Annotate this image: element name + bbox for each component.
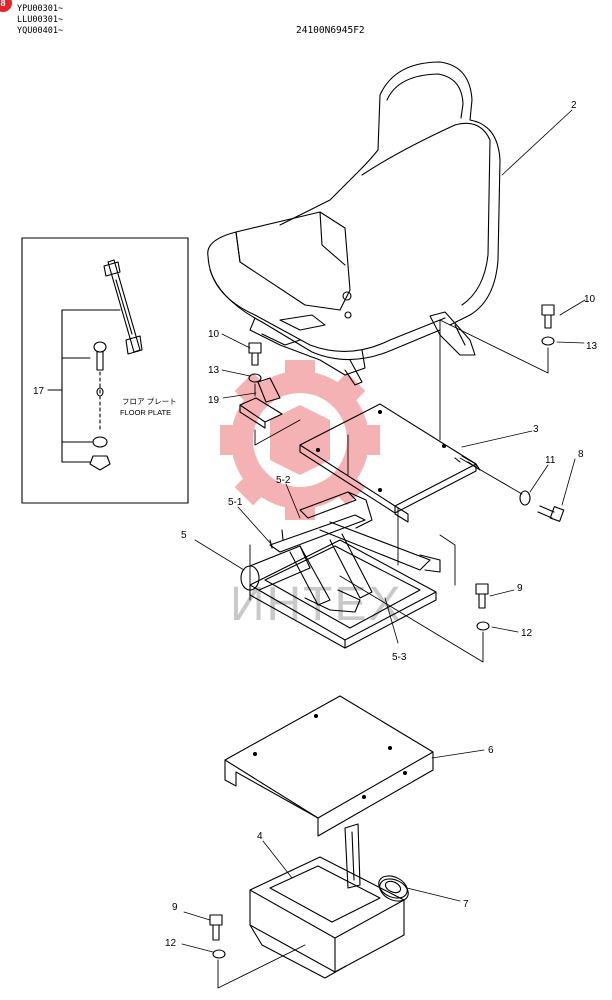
callout-3: 3 — [533, 424, 539, 435]
fastener-10-right — [541, 304, 555, 329]
washer-11 — [519, 490, 531, 506]
floor-plate-label-en: FLOOR PLATE — [120, 408, 171, 417]
callout-9-left: 9 — [172, 902, 178, 913]
washer-12-left — [212, 949, 226, 959]
callout-10-right: 10 — [584, 294, 596, 305]
drawing-number: 24100N6945F2 — [296, 25, 365, 36]
callout-17: 17 — [33, 386, 45, 397]
callout-12-right: 12 — [521, 628, 533, 639]
seat-assembly — [207, 61, 501, 386]
callout-5: 5 — [181, 530, 187, 541]
serial-range-1: YPU00301~ — [17, 4, 64, 14]
serial-range-3: YQU00401~ — [17, 26, 64, 36]
serial-range-2: LLU00301~ — [17, 15, 64, 25]
callout-13-right: 13 — [586, 341, 598, 352]
bolt-9-right — [475, 583, 489, 609]
alignment-lines — [217, 319, 549, 989]
leader-lines — [181, 109, 586, 953]
callout-10-left: 10 — [208, 329, 220, 340]
mounting-plate — [299, 403, 481, 523]
callout-6: 6 — [488, 745, 494, 756]
callout-12-left: 12 — [165, 938, 177, 949]
floor-plate-inset — [21, 237, 189, 504]
callout-19: 19 — [208, 395, 220, 406]
callout-8: 8 — [578, 449, 584, 460]
washer-12-right — [476, 621, 490, 631]
fastener-10-left — [248, 342, 262, 366]
bracket-19 — [239, 377, 283, 429]
grommet-7 — [378, 875, 409, 902]
washer-13-right — [541, 336, 555, 346]
callout-11: 11 — [545, 455, 556, 466]
callout-labels: 2 10 13 10 13 19 17 3 11 8 5-2 5-1 5 5-3… — [33, 100, 598, 949]
callout-13-left: 13 — [208, 365, 220, 376]
base-frame-4 — [249, 823, 405, 979]
callout-5-2: 5-2 — [276, 475, 291, 486]
page-badge: 8 — [0, 0, 12, 12]
bolt-8 — [537, 505, 565, 522]
suspension-assembly — [240, 491, 441, 649]
bolt-9-left — [209, 914, 223, 941]
callout-4: 4 — [257, 831, 263, 842]
floor-plate-label-jp: フロア プレート — [122, 397, 177, 406]
callout-5-1: 5-1 — [228, 497, 243, 508]
callout-2: 2 — [571, 100, 577, 111]
callout-7: 7 — [463, 899, 469, 910]
washer-13-left — [248, 373, 262, 383]
callout-9-right: 9 — [517, 583, 523, 594]
cover-panel-6 — [224, 695, 434, 837]
callout-5-3: 5-3 — [392, 652, 407, 663]
